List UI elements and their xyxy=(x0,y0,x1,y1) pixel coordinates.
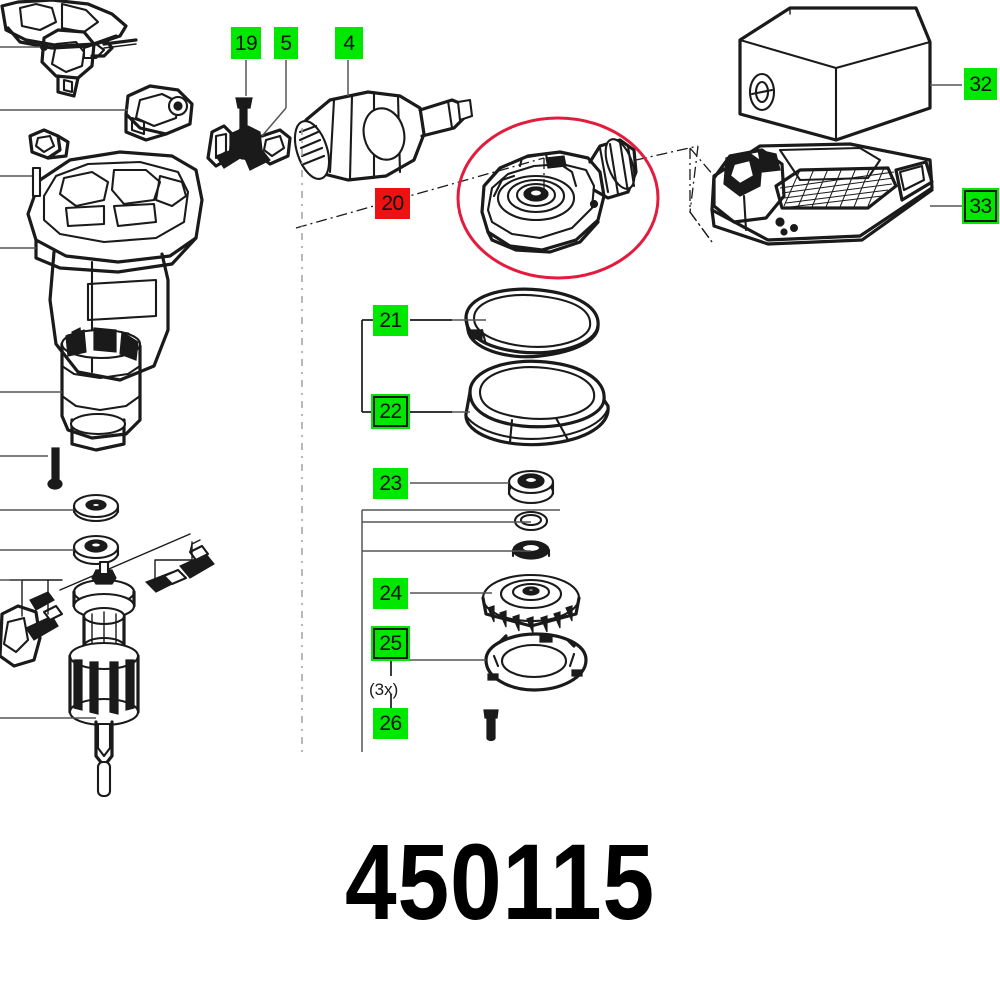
callout-23[interactable]: 23 xyxy=(373,468,408,499)
callout-4[interactable]: 4 xyxy=(335,27,363,59)
part-24-cooling-fan xyxy=(481,573,581,634)
callout-20-highlighted[interactable]: 20 xyxy=(375,188,410,219)
quantity-annotation-3x: (3x) xyxy=(369,680,399,699)
callout-24[interactable]: 24 xyxy=(373,578,408,609)
flat-washer xyxy=(513,510,549,532)
part-number-footer: 450115 xyxy=(345,821,655,942)
part-25-brake-plate xyxy=(484,632,588,692)
callout-26[interactable]: 26 xyxy=(373,708,408,739)
highlight-circle xyxy=(456,116,660,280)
switch-block xyxy=(124,84,194,142)
housing-pin xyxy=(31,166,42,198)
switch-assembly xyxy=(40,28,138,98)
callout-22[interactable]: 22 xyxy=(371,394,410,429)
callout-21[interactable]: 21 xyxy=(373,305,408,336)
part-4-cable-sleeve xyxy=(293,90,474,182)
part-32-dust-bag xyxy=(738,6,932,142)
middle-top-parts xyxy=(206,60,474,182)
stator-field-coil xyxy=(60,327,142,452)
retaining-ring xyxy=(511,540,551,560)
part-22-shroud-skirt xyxy=(464,359,610,447)
part-20-gear-housing xyxy=(295,138,713,254)
part-5-clamp-bracket xyxy=(206,124,292,171)
carbon-brush-pair-right xyxy=(144,539,215,593)
carbon-brush-left xyxy=(25,604,64,641)
armature-rotor xyxy=(68,560,140,798)
stator-screw xyxy=(47,447,63,490)
part-23-ball-bearing xyxy=(507,469,555,505)
part-26-pad-screw xyxy=(483,709,499,742)
callout-19[interactable]: 19 xyxy=(231,27,261,59)
lower-bearing xyxy=(72,534,120,566)
small-clip xyxy=(28,128,70,160)
callout-25[interactable]: 25 xyxy=(371,626,410,661)
left-column-parts xyxy=(0,0,215,798)
part-21-shroud-ring xyxy=(464,287,600,359)
callout-33[interactable]: 33 xyxy=(962,188,999,224)
upper-bearing xyxy=(72,493,120,523)
part-33-dust-extraction-module xyxy=(689,142,934,246)
callout-32[interactable]: 32 xyxy=(964,68,997,100)
callout-5[interactable]: 5 xyxy=(274,27,298,59)
